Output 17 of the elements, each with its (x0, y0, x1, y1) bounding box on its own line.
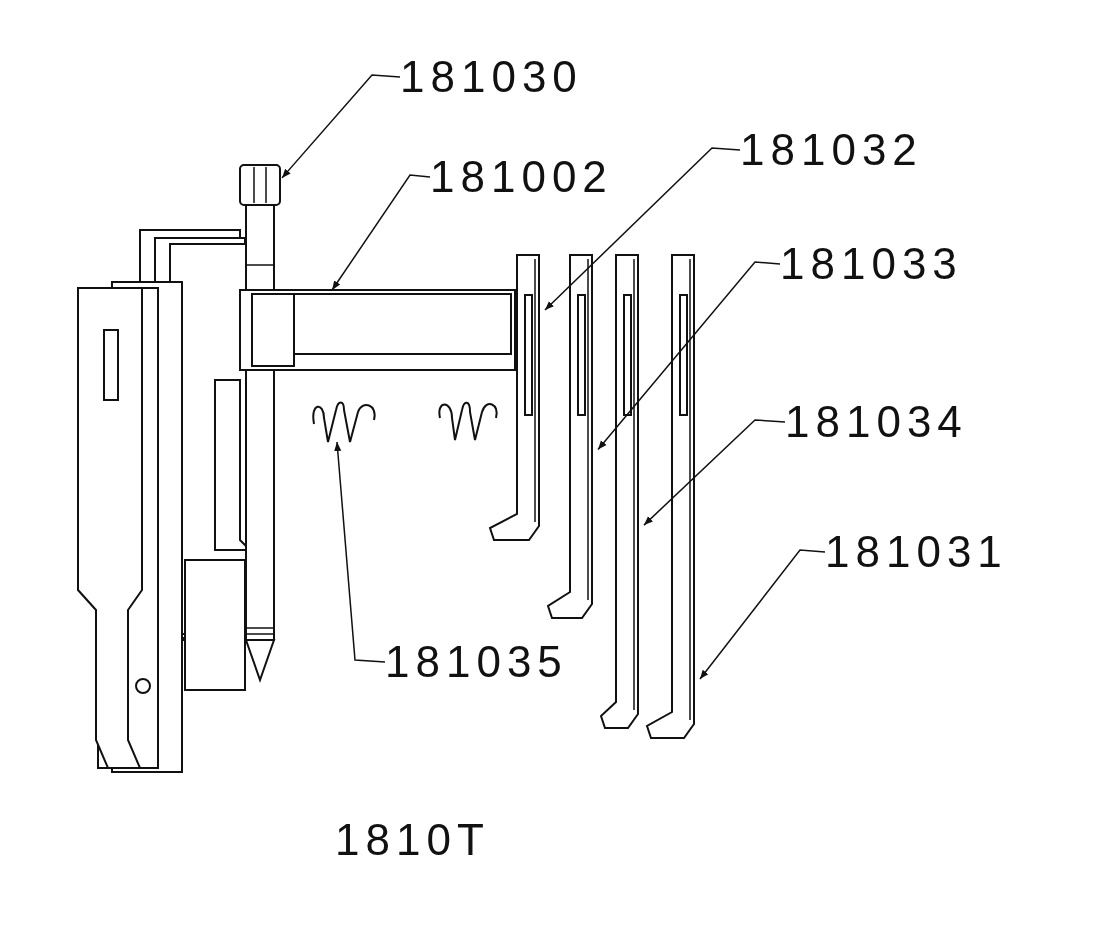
leader-line (544, 147, 741, 311)
part-number: 181002 (430, 155, 613, 199)
leader-line (331, 174, 431, 291)
spring-drawing (310, 400, 378, 442)
part-number: 181034 (785, 400, 968, 444)
crossbar-drawing (240, 290, 515, 370)
part-number: 181030 (400, 55, 583, 99)
leader-line (334, 441, 386, 663)
part-number: 181032 (740, 128, 923, 172)
leader-line (643, 419, 786, 526)
leader-line (597, 261, 781, 451)
part-number: 181031 (825, 530, 1008, 574)
leader-line (281, 74, 401, 179)
part-number: 181035 (385, 640, 568, 684)
leader-line (699, 549, 826, 680)
model-number: 1810T (335, 818, 490, 862)
part-number: 181033 (780, 242, 963, 286)
